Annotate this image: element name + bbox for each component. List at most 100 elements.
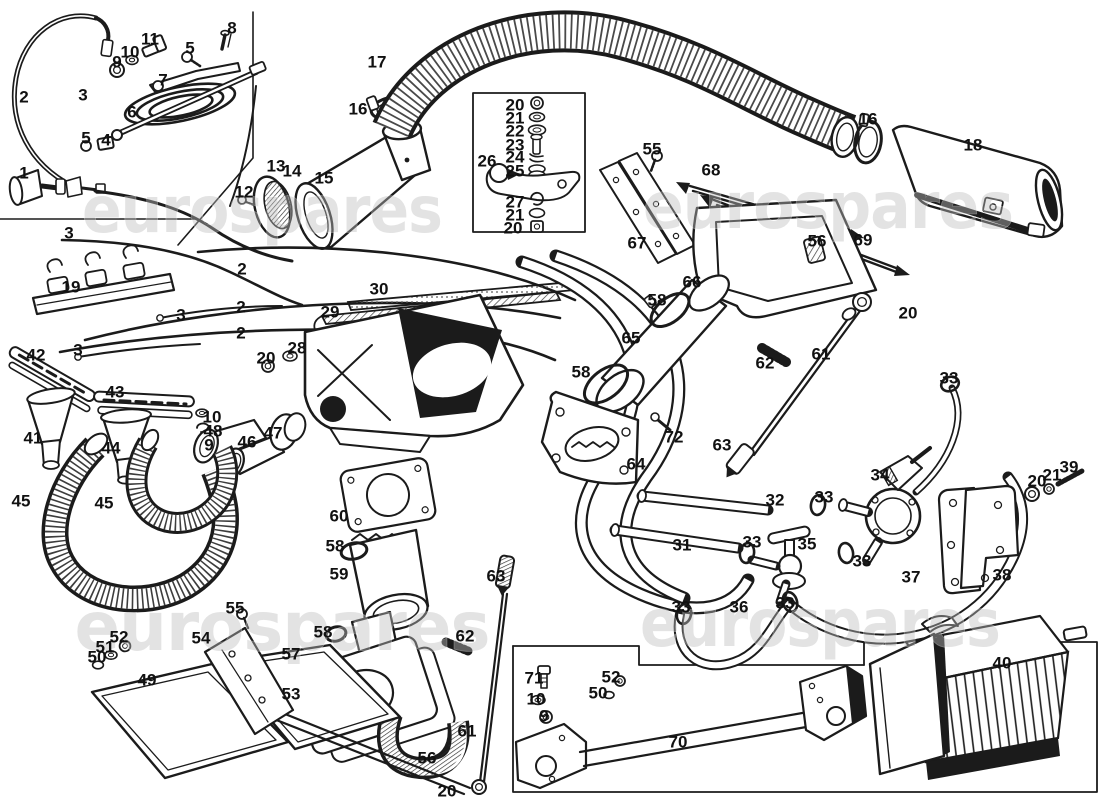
- inner-cable-3: [229, 85, 257, 207]
- control-cable-group: [8, 13, 294, 263]
- fastener-inset-items: [485, 96, 581, 233]
- part-number-label: 3: [78, 86, 87, 105]
- part-number-label: 49: [138, 671, 157, 690]
- coupling-group: [540, 274, 730, 485]
- part-number-label: 28: [288, 339, 307, 358]
- washer-28: [282, 350, 298, 362]
- part-number-label: 66: [683, 273, 702, 292]
- part-number-label: 21: [1043, 466, 1062, 485]
- fastener-inset-box: [472, 92, 586, 233]
- watermark: eurospares: [640, 585, 1000, 662]
- pad-56: [803, 235, 826, 264]
- part-number-label: 19: [62, 278, 81, 297]
- part-number-label: 55: [643, 140, 662, 159]
- part-number-label: 10: [203, 408, 222, 427]
- part-number-label: 33: [940, 369, 959, 388]
- part-number-label: 20: [438, 782, 457, 800]
- part-number-label: 52: [602, 668, 621, 687]
- part-number-label: 21: [506, 109, 525, 128]
- water-tap-35: [747, 525, 811, 607]
- washer-21: [1043, 483, 1055, 495]
- clamp-58-lower: [324, 625, 348, 643]
- part-number-label: 53: [282, 685, 301, 704]
- part-number-label: 52: [110, 628, 129, 647]
- part-number-label: 3: [176, 306, 185, 325]
- part-number-label: 18: [964, 136, 983, 155]
- part-number-label: 8: [227, 19, 236, 38]
- screw-55: [651, 150, 663, 162]
- part-number-label: 60: [330, 507, 349, 526]
- part-number-label: 7: [158, 71, 167, 90]
- part-number-label: 45: [12, 492, 31, 511]
- part-number-label: 70: [669, 733, 688, 752]
- stud-39: [1055, 468, 1085, 487]
- part-number-label: 63: [487, 567, 506, 586]
- watermark: eurospares: [82, 174, 442, 248]
- part-number-label: 20: [1028, 472, 1047, 491]
- mounting-frame-group: [599, 150, 910, 319]
- part-number-label: 12: [235, 183, 254, 202]
- bracket-70-fasteners: [530, 665, 626, 724]
- part-number-label: 24: [506, 148, 525, 167]
- part-number-label: 3: [64, 224, 73, 243]
- screw-12: [237, 195, 247, 205]
- part-number-label: 72: [665, 428, 684, 447]
- part-number-label: 41: [24, 429, 43, 448]
- part-number-label: 6: [127, 103, 136, 122]
- defroster-group: [8, 346, 307, 485]
- part-number-label: 47: [264, 424, 283, 443]
- part-number-label: 39: [1060, 458, 1079, 477]
- part-number-label: 14: [283, 162, 302, 181]
- part-number-label: 59: [330, 565, 349, 584]
- heater-hoses: [515, 249, 755, 615]
- hose-clamp-16-right: [853, 112, 883, 165]
- part-number-label: 67: [628, 234, 647, 253]
- part-number-label: 43: [106, 383, 125, 402]
- part-number-label: 21: [506, 206, 525, 225]
- control-rod-left: [441, 554, 516, 795]
- part-number-label: 57: [282, 645, 301, 664]
- part-number-label: 65: [622, 329, 641, 348]
- part-number-label: 23: [506, 136, 525, 155]
- part-number-label: 13: [267, 157, 286, 176]
- part-number-label: 55: [226, 599, 245, 618]
- part-number-label: 40: [993, 654, 1012, 673]
- watermark-layer: eurospares eurospares eurospares eurospa…: [74, 169, 1015, 668]
- part-number-label: 20: [506, 96, 525, 115]
- part-number-label: 32: [766, 491, 785, 510]
- screw-72: [656, 418, 672, 432]
- heater-radiator-40: [868, 614, 1088, 780]
- split-washer-27: [530, 191, 544, 206]
- part-number-label: 58: [572, 363, 591, 382]
- part-number-label: 33: [776, 594, 795, 613]
- part-number-label: 50: [589, 684, 608, 703]
- part-number-label: 33: [672, 598, 691, 617]
- part-number-label: 58: [314, 623, 333, 642]
- part-number-label: 20: [899, 304, 918, 323]
- part-number-label: 38: [993, 566, 1012, 585]
- control-rod-right: [725, 292, 872, 478]
- part-number-label: 35: [798, 535, 817, 554]
- knob-63: [725, 443, 755, 478]
- hose-clamps-33: [675, 375, 961, 626]
- part-number-label: 68: [702, 161, 721, 180]
- rod-end-20: [852, 292, 872, 312]
- cable-bracket-19: [31, 244, 176, 316]
- screw-55: [236, 608, 248, 620]
- floor-panel-group: [90, 608, 472, 796]
- clamp-58: [339, 541, 369, 561]
- part-number-label: 33: [743, 533, 762, 552]
- part-number-label: 5: [185, 39, 194, 58]
- part-number-label: 2: [237, 260, 246, 279]
- part-number-label: 58: [326, 537, 345, 556]
- part-number-label: 63: [713, 436, 732, 455]
- heater-box-group: [261, 281, 577, 453]
- part-number-label: 9: [204, 436, 213, 455]
- part-number-label: 58: [648, 291, 667, 310]
- part-number-label: 2: [236, 324, 245, 343]
- part-number-label: 10: [121, 43, 140, 62]
- bracket-inset-box: [512, 645, 865, 666]
- part-number-label: 50: [88, 648, 107, 667]
- corrugated-hose-45-small: [125, 428, 239, 534]
